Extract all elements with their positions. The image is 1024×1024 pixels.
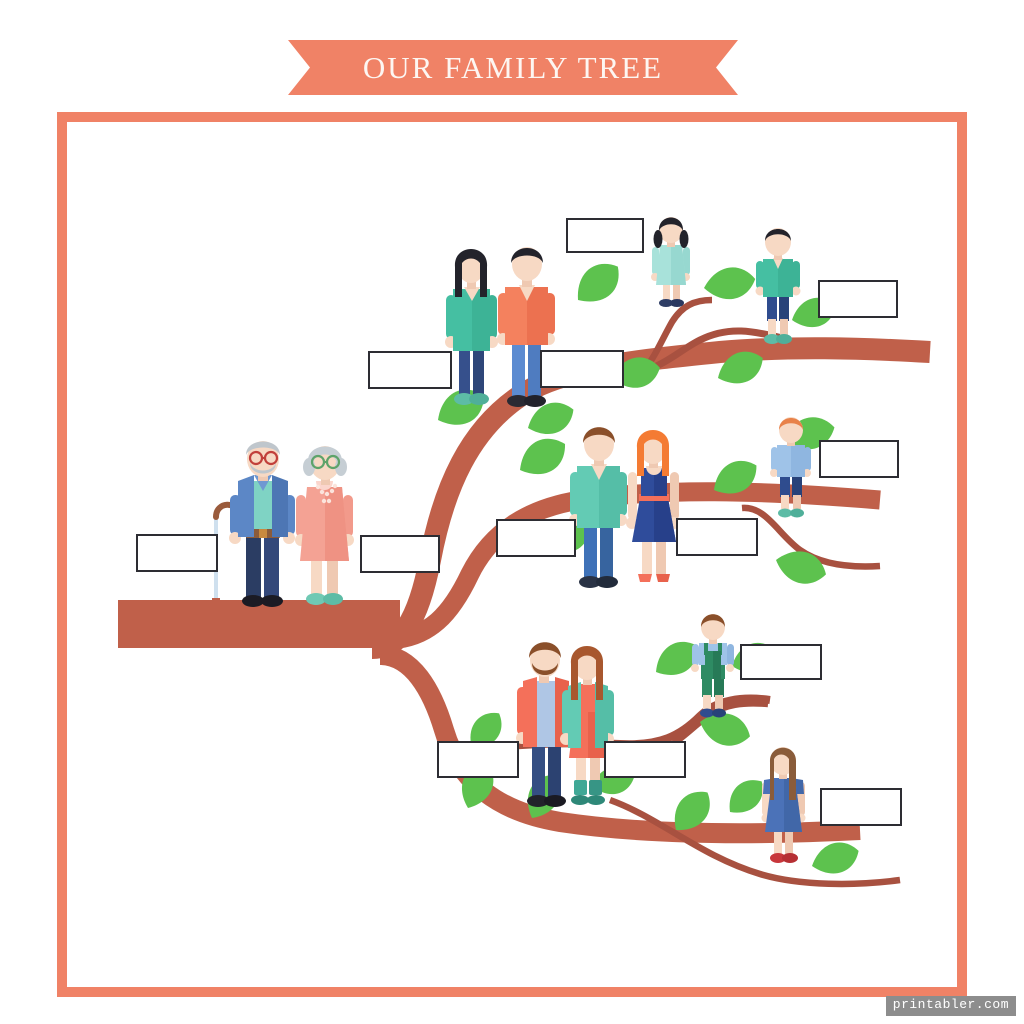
name-label-father-bottom[interactable]: [437, 741, 519, 778]
mother-figure-middle: [626, 430, 680, 582]
mother-figure-top: [445, 249, 498, 405]
name-label-child-girl-blue[interactable]: [820, 788, 902, 826]
name-label-father-middle[interactable]: [496, 519, 576, 557]
title-banner: [288, 40, 738, 95]
child-boy-green-shirt-figure: [755, 228, 801, 344]
mother-figure-bottom: [560, 646, 614, 805]
page-border-frame: [57, 112, 967, 997]
father-figure-top: [497, 247, 555, 407]
name-label-child-boy-green[interactable]: [818, 280, 898, 318]
child-girl-blue-dress-figure: [761, 747, 806, 863]
child-boy-blond-figure: [770, 417, 811, 518]
name-label-child-girl-pigtails[interactable]: [566, 218, 644, 253]
name-label-mother-top[interactable]: [368, 351, 452, 389]
title-banner-wrap: OUR FAMILY TREE: [288, 40, 738, 95]
name-label-child-boy-blond[interactable]: [819, 440, 899, 478]
child-boy-overalls-figure: [691, 614, 734, 718]
pearl-necklace-icon: [315, 483, 338, 504]
name-label-mother-bottom[interactable]: [604, 741, 686, 778]
name-label-grandfather[interactable]: [136, 534, 218, 572]
eyeglasses-icon: [310, 454, 341, 470]
name-label-mother-middle[interactable]: [676, 518, 758, 556]
grandmother-figure: [295, 446, 354, 605]
watermark: printabler.com: [885, 996, 1016, 1016]
eyeglasses-icon: [248, 450, 279, 466]
page-title: OUR FAMILY TREE: [362, 49, 664, 85]
child-girl-pigtails-figure: [651, 217, 690, 307]
name-label-grandmother[interactable]: [360, 535, 440, 573]
name-label-child-boy-overalls[interactable]: [740, 644, 822, 680]
father-figure-middle: [569, 427, 627, 588]
name-label-father-top[interactable]: [540, 350, 624, 388]
